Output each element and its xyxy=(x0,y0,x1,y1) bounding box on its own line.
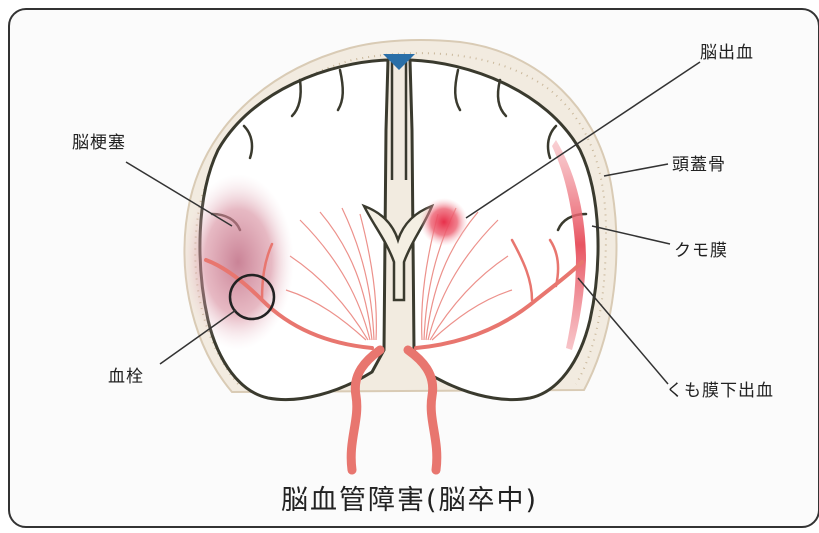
label-arachnoid: クモ膜 xyxy=(674,236,728,261)
label-subarachnoid-hemorrhage: くも膜下出血 xyxy=(666,376,774,401)
infarct-region xyxy=(182,174,294,350)
label-cerebral-hemorrhage: 脳出血 xyxy=(700,38,754,63)
label-thrombus: 血栓 xyxy=(108,362,144,387)
label-cerebral-infarction: 脳梗塞 xyxy=(72,128,126,153)
label-skull: 頭蓋骨 xyxy=(672,150,726,175)
figure-caption: 脳血管障害(脳卒中) xyxy=(0,478,819,517)
hemorrhage-spot xyxy=(420,198,468,246)
